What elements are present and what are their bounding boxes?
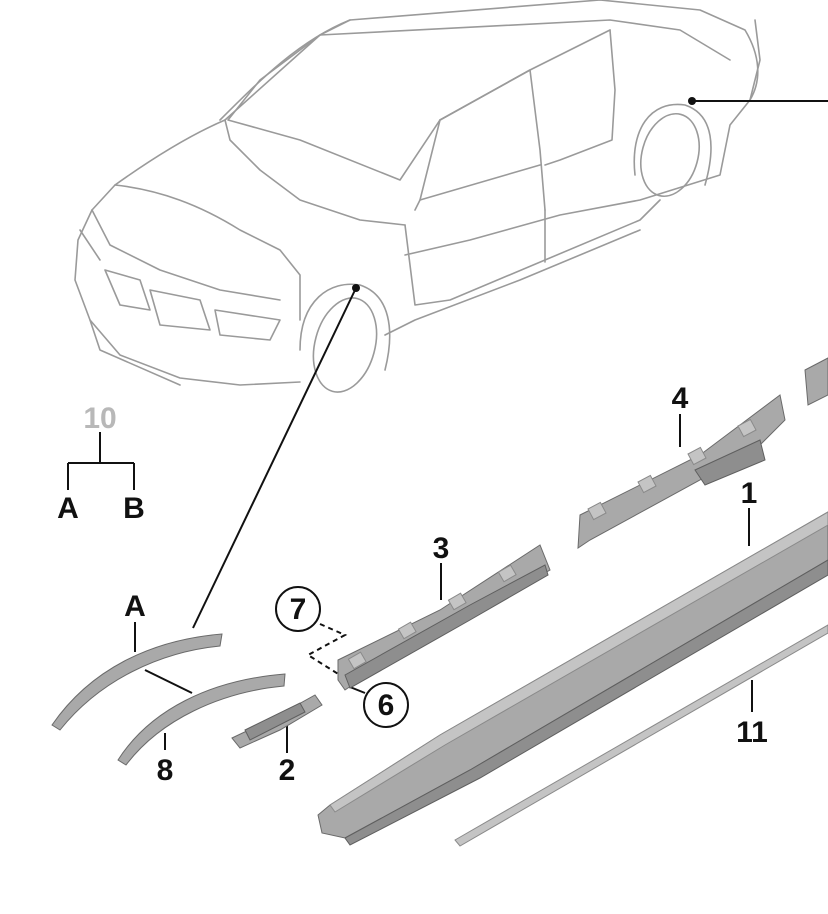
side-skirt-part [317,511,828,846]
mounting-rail-3-part [337,544,551,691]
leader-7-6 [306,623,348,678]
car-outline [74,0,761,393]
front-pointer-line [192,287,357,629]
callout-4: 4 [672,382,689,415]
partial-rail-part [804,357,828,406]
callout-arch-a: A [124,590,146,623]
callout-1: 1 [741,477,758,510]
leader-a-8 [144,669,193,694]
callout-10: 10 [83,402,116,435]
callout-11: 11 [736,716,768,749]
clip-part [231,694,323,749]
callout-3: 3 [433,532,450,565]
trim-strip-part [454,624,828,847]
callout-variant-a: A [57,492,79,525]
callout-6: 6 [378,689,395,722]
callout-variant-b: B [123,492,145,525]
callout-2: 2 [279,754,296,787]
callout-7: 7 [290,593,307,626]
wheel-arch-trim-a-part [51,633,223,731]
callout-7-circle [275,586,321,632]
leader-lines [67,97,828,753]
callout-6-circle [363,682,409,728]
callout-8: 8 [157,754,174,787]
mounting-rail-4-part [577,394,786,549]
wheel-arch-trim-8-part [117,673,286,766]
